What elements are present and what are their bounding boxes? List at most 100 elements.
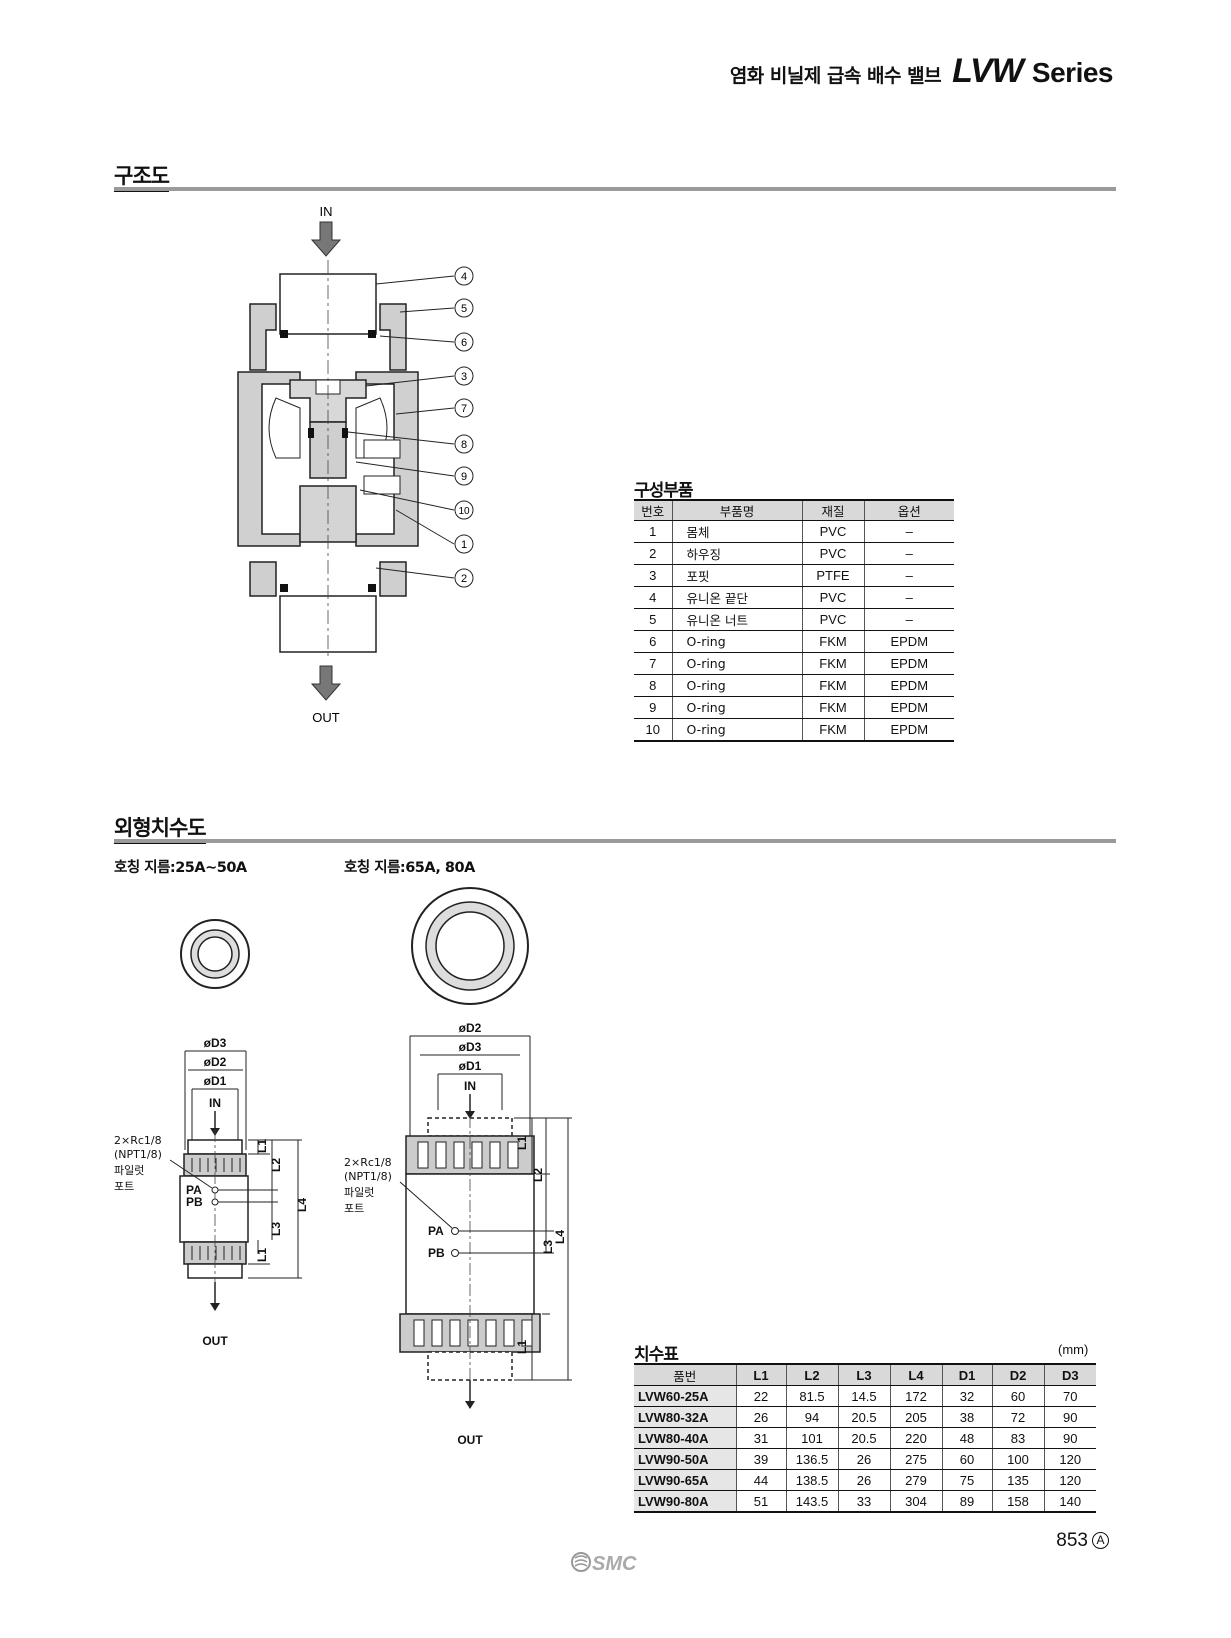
cell: 89	[941, 1490, 992, 1513]
parts-col-no: 번호	[634, 499, 672, 521]
cell: 5	[634, 608, 672, 631]
small-pa-label: PA	[186, 1183, 202, 1197]
out-arrow-icon	[465, 1401, 475, 1409]
large-pb-label: PB	[428, 1246, 445, 1260]
cell: 26	[837, 1448, 890, 1470]
cell: FKM	[801, 718, 864, 742]
cell: O-ring	[671, 652, 802, 675]
cell: 14.5	[837, 1385, 890, 1407]
cell: 39	[735, 1448, 786, 1470]
cell: EPDM	[863, 696, 954, 719]
section-title-dimensions: 외형치수도	[114, 816, 207, 844]
cell: 1	[634, 520, 672, 543]
cell: –	[863, 542, 954, 565]
header-model: LVW	[952, 52, 1024, 90]
caption-small: 호칭 지름:25A∼50A	[114, 860, 247, 876]
cell: 140	[1043, 1490, 1096, 1513]
large-d1-label: øD1	[459, 1059, 482, 1073]
callout-6: 6	[461, 337, 467, 349]
callout-2: 2	[461, 573, 467, 585]
large-port-label-2: (NPT1/8)	[344, 1170, 392, 1183]
cell: –	[863, 608, 954, 631]
cell: 6	[634, 630, 672, 653]
in-arrow-icon	[310, 221, 342, 257]
large-d2-label: øD2	[459, 1021, 482, 1035]
cell: LVW90-80A	[634, 1490, 736, 1513]
cell: 20.5	[837, 1427, 890, 1449]
cell: O-ring	[671, 696, 802, 719]
small-port-label-2: (NPT1/8)	[114, 1148, 162, 1161]
cell: 22	[735, 1385, 786, 1407]
callout-5: 5	[461, 303, 467, 315]
small-l4-label: L4	[295, 1198, 309, 1212]
cell: O-ring	[671, 630, 802, 653]
cell: 101	[785, 1427, 838, 1449]
small-d3-label: øD3	[204, 1036, 227, 1050]
cell: 304	[889, 1490, 942, 1513]
cell: LVW90-65A	[634, 1469, 736, 1491]
cell: 유니온 끝단	[671, 586, 802, 609]
cell: EPDM	[863, 674, 954, 697]
large-l1-label: L1	[515, 1136, 529, 1150]
dimension-drawing-large: øD2 øD3 øD1 IN OUT PA PB 2×Rc1/8 (NPT1/8…	[344, 887, 572, 1447]
small-l1-label: L1	[255, 1139, 269, 1153]
cell: EPDM	[863, 652, 954, 675]
cell: 20.5	[837, 1406, 890, 1428]
cell: 136.5	[785, 1448, 838, 1470]
large-port-label-4: 포트	[344, 1202, 364, 1215]
cell: LVW80-32A	[634, 1406, 736, 1428]
cell: 8	[634, 674, 672, 697]
parts-col-name: 부품명	[671, 499, 802, 521]
cell: PTFE	[801, 564, 864, 587]
cell: FKM	[801, 696, 864, 719]
cell: –	[863, 564, 954, 587]
large-l4-label: L4	[553, 1230, 567, 1244]
cell: 2	[634, 542, 672, 565]
out-arrow-icon	[210, 1303, 220, 1311]
smc-logo: SMC	[570, 1548, 650, 1580]
cell: 31	[735, 1427, 786, 1449]
dim-col-l4: L4	[889, 1363, 942, 1386]
cell: PVC	[801, 608, 864, 631]
cell: 44	[735, 1469, 786, 1491]
page-number-text: 853	[1056, 1530, 1088, 1551]
section-divider	[114, 839, 1116, 843]
cell: EPDM	[863, 630, 954, 653]
dim-col-l2: L2	[785, 1363, 838, 1386]
callout-3: 3	[461, 371, 467, 383]
dim-col-d3: D3	[1043, 1363, 1096, 1386]
parts-table-title: 구성부품	[634, 481, 694, 501]
out-arrow-icon	[310, 665, 342, 701]
cell: 83	[991, 1427, 1044, 1449]
cell: 60	[991, 1385, 1044, 1407]
cell: –	[863, 586, 954, 609]
dim-col-d1: D1	[941, 1363, 992, 1386]
cell: 143.5	[785, 1490, 838, 1513]
callout-9: 9	[461, 471, 467, 483]
cell: 3	[634, 564, 672, 587]
cell: 81.5	[785, 1385, 838, 1407]
cell: 72	[991, 1406, 1044, 1428]
cell: O-ring	[671, 674, 802, 697]
cell: 205	[889, 1406, 942, 1428]
cell: 70	[1043, 1385, 1096, 1407]
large-d3-label: øD3	[459, 1040, 482, 1054]
callout-8: 8	[461, 439, 467, 451]
large-pa-label: PA	[428, 1224, 444, 1238]
dim-col-l1: L1	[735, 1363, 786, 1386]
cell: 75	[941, 1469, 992, 1491]
large-port-label-3: 파일럿	[344, 1185, 374, 1199]
large-out-label: OUT	[457, 1433, 483, 1447]
cell: 100	[991, 1448, 1044, 1470]
